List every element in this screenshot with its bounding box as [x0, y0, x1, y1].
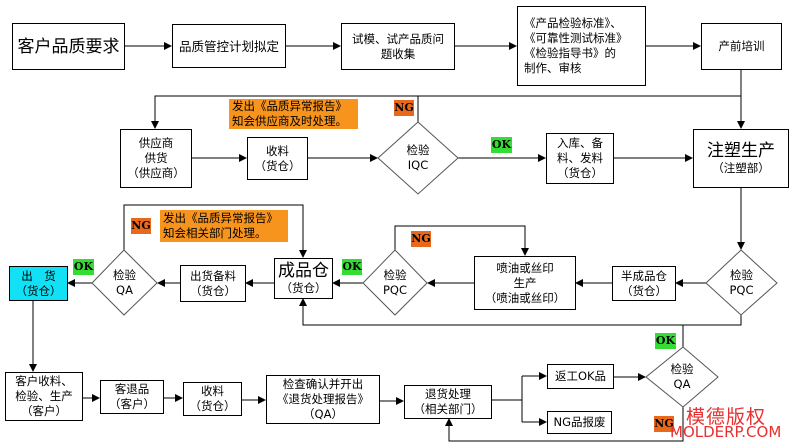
customer-receive: 客户收料、 检验、生产 （客户） — [5, 372, 83, 421]
rework-ok: 返工OK品 — [547, 364, 614, 389]
return-handling: 退货处理 （相关部门） — [404, 385, 492, 419]
ng-tag-pqc: NG — [411, 231, 431, 247]
ng-tag-qa: NG — [131, 218, 151, 234]
finished-goods-warehouse: 成品仓 （货仓） — [274, 258, 333, 299]
ng-scrap: NG品报废 — [547, 411, 612, 434]
return-report: 检查确认并开出 《退货处理报告》 （QA） — [266, 375, 380, 424]
qa-inspection: 检验 QA — [113, 267, 136, 297]
pqc-inspection-molding: 检验 PQC — [729, 267, 754, 297]
ok-tag-pqc: OK — [342, 259, 362, 275]
receive-returns: 收料 （货仓） — [183, 382, 242, 416]
shipment-prep: 出货备料 （货仓） — [180, 265, 246, 302]
ok-tag-qa: OK — [73, 259, 94, 275]
watermark-en: MOLDERP.COM — [670, 423, 782, 441]
pqc2-diamond — [705, 249, 778, 316]
qc-plan: 品质管控计划拟定 — [172, 24, 286, 68]
ok-tag-iqc: OK — [491, 137, 512, 153]
finished-wh-sub: （货仓） — [280, 281, 327, 295]
molding-dept: （注塑部） — [712, 161, 770, 175]
trial-issue-collection: 试模、试产品质问 题收集 — [341, 23, 455, 70]
molding-production: 注塑生产 （注塑部） — [693, 129, 789, 188]
ok-tag-rework: OK — [655, 333, 676, 349]
pqc1-diamond — [362, 249, 428, 316]
iqc-inspection: 检验 IQC — [406, 143, 430, 172]
ng-tag-rework: NG — [654, 416, 674, 432]
semi-finished-warehouse: 半成品仓 （货仓） — [612, 266, 676, 301]
customer-return: 客退品 （客户） — [100, 380, 164, 414]
qa1-diamond — [91, 249, 158, 316]
receive-materials: 收料 （货仓） — [247, 137, 308, 180]
spray-print-production: 喷油或丝印 生产 （喷油或丝印） — [474, 256, 576, 310]
watermark-cn: 模德版权 — [686, 406, 767, 428]
customer-requirement: 客户品质要求 — [12, 23, 125, 70]
standards-creation: 《产品检验标准》、 《可靠性测试标准》 《检验指导书》的 制作、审核 — [517, 6, 646, 86]
note-qa-abnormal: 发出《品质异常报告》 知会相关部门处理。 — [160, 210, 288, 242]
note-iqc-abnormal: 发出《品质异常报告》 知会供应商及时处理。 — [229, 99, 358, 129]
qa2-diamond — [645, 346, 719, 408]
shipment: 出 货 （货仓） — [9, 266, 68, 301]
finished-wh-title: 成品仓 — [278, 261, 329, 281]
ng-tag-iqc: NG — [394, 100, 414, 116]
stock-in: 入库、备 料、发料 （货仓） — [546, 133, 614, 184]
qa-inspection-rework: 检验 QA — [670, 362, 694, 391]
pre-production-training: 产前培训 — [701, 23, 782, 70]
supplier-supply: 供应商 供货 （供应商） — [120, 129, 192, 188]
molding-title: 注塑生产 — [707, 141, 775, 161]
iqc-diamond — [377, 121, 459, 195]
pqc-inspection-spray: 检验 PQC — [382, 267, 408, 297]
